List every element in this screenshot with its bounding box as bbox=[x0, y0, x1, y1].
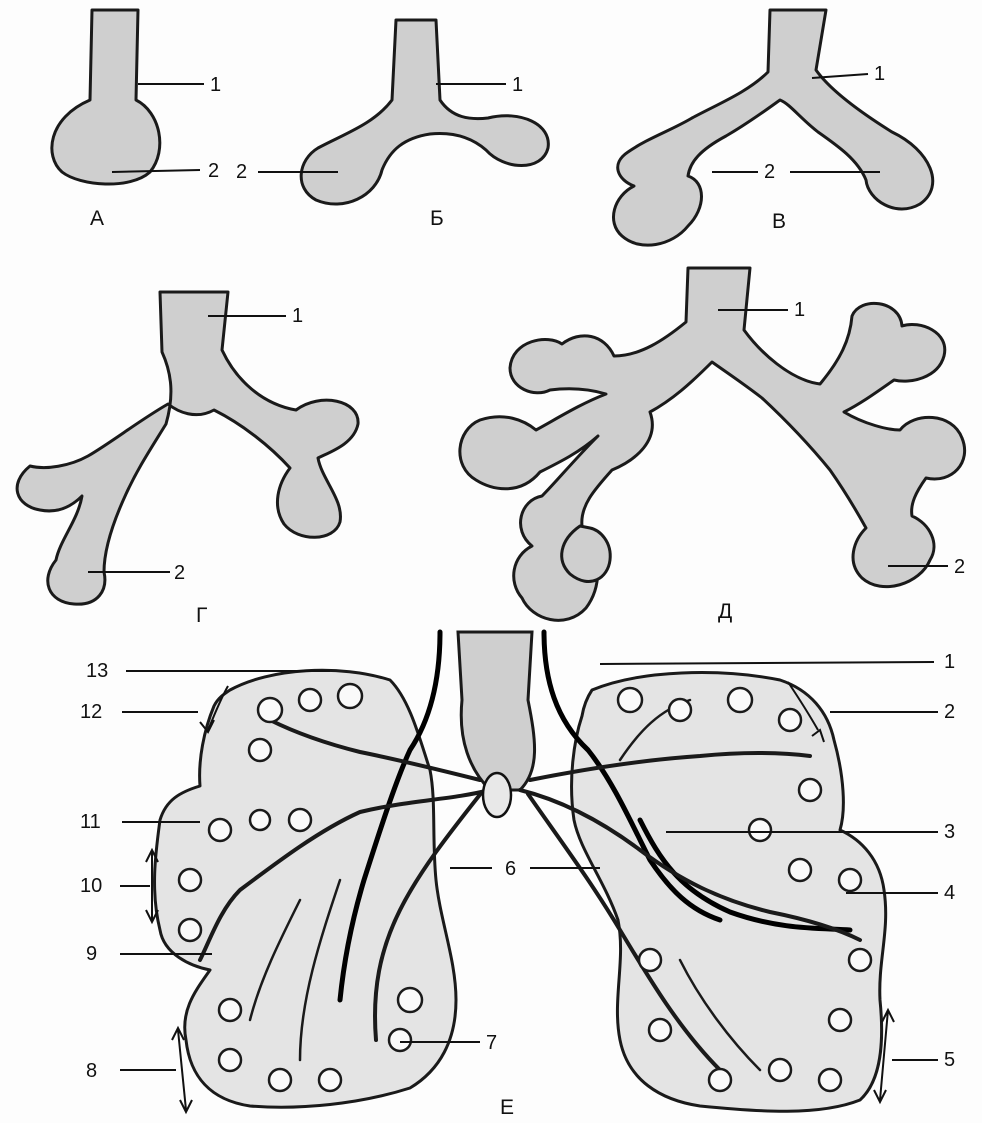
panel-e-leader-1 bbox=[600, 662, 934, 664]
panel-g-label-1: 1 bbox=[292, 305, 303, 327]
panel-b-bud bbox=[301, 20, 548, 204]
alveolus bbox=[799, 779, 821, 801]
alveolus bbox=[299, 689, 321, 711]
alveolus bbox=[389, 1029, 411, 1051]
alveolus bbox=[249, 739, 271, 761]
alveolus bbox=[819, 1069, 841, 1091]
alveolus bbox=[250, 810, 270, 830]
panel-g: 1 2 Г bbox=[17, 292, 358, 627]
panel-e-label-3: 3 bbox=[944, 821, 955, 843]
panel-a-bud bbox=[52, 10, 160, 184]
panel-d-label-1: 1 bbox=[794, 299, 805, 321]
alveolus bbox=[639, 949, 661, 971]
alveolus bbox=[769, 1059, 791, 1081]
panel-d-bud-lower-left bbox=[562, 526, 611, 581]
panel-e-label-5: 5 bbox=[944, 1049, 955, 1071]
alveolus bbox=[829, 1009, 851, 1031]
alveolus bbox=[749, 819, 771, 841]
panel-e-label-11: 11 bbox=[80, 811, 101, 833]
panel-g-bud bbox=[17, 292, 358, 604]
alveolus bbox=[258, 698, 282, 722]
panel-e-label-6: 6 bbox=[505, 858, 516, 880]
panel-b-letter: Б bbox=[430, 207, 444, 230]
panel-b: 1 2 Б bbox=[236, 20, 548, 230]
alveolus bbox=[338, 684, 362, 708]
panel-v-label-2: 2 bbox=[764, 161, 775, 183]
alveolus bbox=[779, 709, 801, 731]
alveolus bbox=[179, 919, 201, 941]
panel-a: 1 2 А bbox=[52, 10, 221, 230]
panel-b-label-1: 1 bbox=[512, 74, 523, 96]
alveolus bbox=[649, 1019, 671, 1041]
alveolus bbox=[398, 988, 422, 1012]
alveolus bbox=[319, 1069, 341, 1091]
alveolus bbox=[709, 1069, 731, 1091]
panel-g-letter: Г bbox=[196, 604, 207, 627]
panel-e-label-12: 12 bbox=[80, 701, 102, 723]
alveolus bbox=[219, 1049, 241, 1071]
panel-v-letter: В bbox=[772, 210, 786, 233]
alveolus bbox=[839, 869, 861, 891]
alveolus bbox=[179, 869, 201, 891]
panel-v: 1 2 В bbox=[613, 10, 932, 245]
alveolus bbox=[789, 859, 811, 881]
panel-e-label-9: 9 bbox=[86, 943, 97, 965]
alveolus bbox=[269, 1069, 291, 1091]
panel-g-label-2: 2 bbox=[174, 562, 185, 584]
alveolus bbox=[219, 999, 241, 1021]
panel-e-label-13: 13 bbox=[86, 660, 108, 682]
alveolus bbox=[209, 819, 231, 841]
panel-e-label-2: 2 bbox=[944, 701, 955, 723]
panel-e-label-1: 1 bbox=[944, 651, 955, 673]
alveolus bbox=[728, 688, 752, 712]
panel-e: 1 2 3 4 5 6 7 8 9 10 11 12 13 Е bbox=[80, 632, 955, 1119]
panel-a-letter: А bbox=[90, 207, 104, 230]
panel-e-trachea bbox=[458, 632, 535, 790]
alveolus bbox=[289, 809, 311, 831]
panel-e-hilum bbox=[483, 773, 511, 817]
panel-d: 1 2 Д bbox=[460, 268, 965, 623]
panel-e-label-8: 8 bbox=[86, 1060, 97, 1082]
panel-d-letter: Д bbox=[718, 600, 732, 623]
alveolus bbox=[669, 699, 691, 721]
panel-d-label-2: 2 bbox=[954, 556, 965, 578]
panel-d-bud bbox=[460, 268, 965, 620]
panel-v-label-1: 1 bbox=[874, 63, 885, 85]
panel-e-letter: Е bbox=[500, 1096, 514, 1119]
panel-e-label-4: 4 bbox=[944, 882, 955, 904]
panel-a-label-2: 2 bbox=[208, 160, 219, 182]
panel-e-label-10: 10 bbox=[80, 875, 102, 897]
alveolus bbox=[849, 949, 871, 971]
panel-e-right-lung bbox=[572, 673, 886, 1112]
alveolus bbox=[618, 688, 642, 712]
panel-a-label-1: 1 bbox=[210, 74, 221, 96]
panel-e-label-7: 7 bbox=[486, 1032, 497, 1054]
panel-b-label-2: 2 bbox=[236, 161, 247, 183]
